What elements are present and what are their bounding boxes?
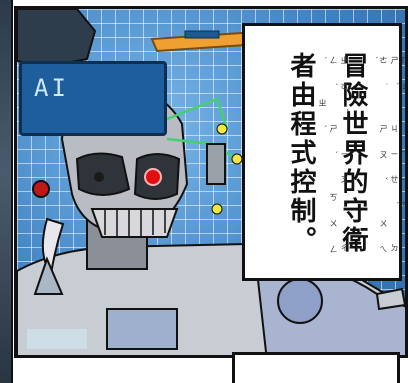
bolt-icon xyxy=(375,287,405,311)
robot-teeth xyxy=(104,209,166,237)
ai-screen-label: AI xyxy=(34,74,69,102)
ai-screen: AI xyxy=(19,61,167,136)
zhuyin-line-2: ㄓㄜˇ ㄧㄡˊ ㄔㄥˊ ㄕˋ ㄎㄨㄥˋ ㄓˋ xyxy=(318,56,349,272)
cone-icon xyxy=(33,256,64,295)
wire-node xyxy=(216,123,228,135)
wire-node xyxy=(231,153,243,165)
red-indicator-light xyxy=(32,180,50,198)
frame-slot xyxy=(184,30,220,39)
next-caption-box xyxy=(232,352,400,383)
screen-glow xyxy=(27,329,87,349)
dark-eye xyxy=(94,172,104,182)
side-gear xyxy=(206,143,226,185)
zhuyin-line-1: ㄇㄠˋ ㄒㄧㄢˇ ㄕˋ ㄐㄧㄝˋ ㄉㄜ˙ ㄕㄡˇ ㄨㄟˋ xyxy=(369,56,408,272)
robot-jaw xyxy=(90,208,179,238)
left-panel-edge xyxy=(0,0,13,383)
caption-box: 冒險世界的守衛 ㄇㄠˋ ㄒㄧㄢˇ ㄕˋ ㄐㄧㄝˋ ㄉㄜ˙ ㄕㄡˇ ㄨㄟˋ 者由程… xyxy=(242,23,405,281)
caption-line-1: 冒險世界的守衛 xyxy=(338,52,368,255)
shoulder-joint xyxy=(277,278,323,324)
dark-sphere xyxy=(17,9,97,69)
caption-line-2: 者由程式控制。 xyxy=(286,52,316,255)
chest-plate xyxy=(106,308,178,350)
wire-node xyxy=(211,203,223,215)
red-eye xyxy=(144,168,162,186)
robot-panel: AI 冒險世界的守衛 ㄇㄠˋ ㄒㄧㄢˇ ㄕˋ ㄐㄧㄝˋ ㄉㄜ˙ ㄕㄡˇ ㄨㄟˋ … xyxy=(14,6,408,358)
